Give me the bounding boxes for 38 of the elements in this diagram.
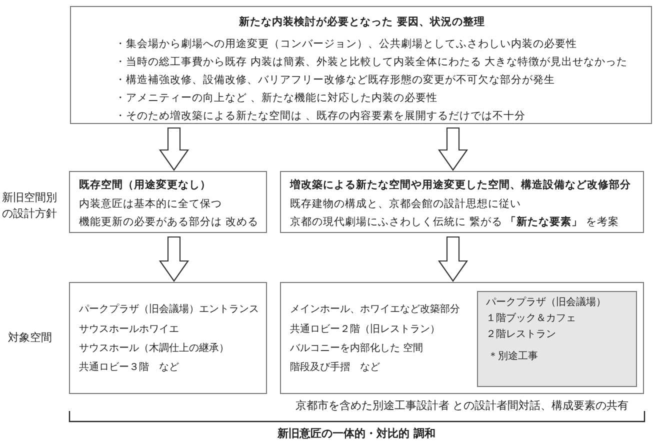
box-text: サウスホールホワイエ: [79, 323, 179, 336]
summary-box: [70, 6, 652, 124]
target-space-box: [280, 282, 644, 394]
box-heading: 増改築による新たな空間や用途変更した空間、構造設備など改修部分: [290, 179, 631, 192]
box-text: 機能更新の必要がある部分は 改める: [79, 216, 258, 229]
box-text: サウスホール（木調仕上の継承）: [79, 342, 229, 355]
box-text: 既存建物の構成と、京都会館の設計思想に従い: [290, 198, 521, 211]
box-text: 階段及び手摺 など: [290, 361, 380, 374]
box-text: ＊別途工事: [488, 350, 538, 363]
box-text: ・アメニティーの向上など 、新たな機能に対応した内装の必要性: [115, 92, 438, 105]
box-heading: 既存空間（用途変更なし）: [79, 179, 211, 192]
box-text: ・集会場から劇場への用途変更（コンバージョン）、公共劇場としてふさわしい内装の必要性: [115, 38, 577, 51]
block-arrow: [438, 127, 468, 171]
box-text: 共通ロビー２階（旧レストラン）: [290, 323, 440, 336]
box-text: 共通ロビー３階 など: [79, 361, 179, 374]
box-text: ・当時の総工事費から既存 内装は簡素、外装と比較して内装全体にわたる 大きな特徴が見出せなかった: [115, 56, 628, 69]
box-text: メインホール、ホワイエなど改築部分: [290, 303, 460, 316]
policy-box: [280, 171, 644, 233]
row-label: 新旧空間別の設計方針: [2, 190, 58, 222]
note-text: 京都市を含めた別途工事設計者 との設計者間対話、構成要素の共有: [294, 398, 630, 414]
policy-box: [69, 171, 267, 233]
box-text: ・構造補強改修、設備改修、バリアフリー改修など既存形態の変更が不可欠な部分が発生: [115, 74, 555, 87]
row-label: 対象空間: [8, 330, 53, 346]
box-text: パークプラザ（旧会議場）: [486, 296, 606, 309]
conclusion-text: 新旧意匠の一体的・対比的 調和: [276, 426, 436, 441]
box-text: １階ブック＆カフェ: [486, 312, 576, 325]
box-text: ２階レストラン: [486, 328, 556, 341]
separate-work-box: [477, 291, 637, 387]
target-space-box: [69, 282, 267, 394]
box-text: 京都の現代劇場にふさわしく伝統に 繋がる 「新たな要素」 を考案: [290, 216, 620, 229]
box-text: ・そのため増改築による新たな空間は 、既存の内容要素を展開するだけでは不十分: [115, 110, 526, 123]
box-text: 内装意匠は基本的に全て保つ: [79, 198, 222, 211]
block-arrow: [158, 236, 190, 282]
box-heading: 新たな内装検討が必要となった 要因、状況の整理: [238, 16, 486, 29]
block-arrow: [158, 127, 190, 171]
block-arrow: [438, 236, 468, 282]
box-text: パークプラザ（旧会議場）エントランス: [79, 303, 259, 316]
box-text: バルコニーを内部化した 空間: [290, 342, 424, 355]
